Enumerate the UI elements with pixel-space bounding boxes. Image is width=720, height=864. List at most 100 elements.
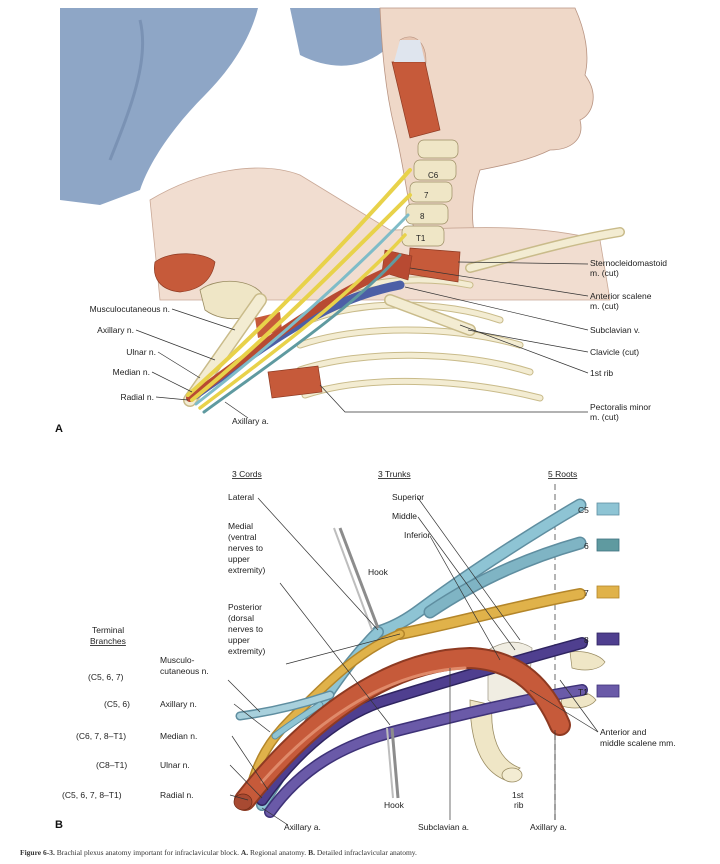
label-hook-bottom: Hook <box>384 800 405 810</box>
panel-a-letter: A <box>55 423 63 435</box>
svg-text:Medial: Medial <box>228 521 253 531</box>
label-inferior-trunk: Inferior <box>404 530 431 540</box>
svg-text:(C5, 6, 7, 8–T1): (C5, 6, 7, 8–T1) <box>62 790 122 800</box>
leader-first-rib <box>460 325 588 373</box>
header-cords: 3 Cords <box>232 469 262 479</box>
panel-b-illustration: 3 Cords 3 Trunks 5 Roots <box>228 469 619 825</box>
svg-text:Median n.: Median n. <box>160 731 197 741</box>
rib-right-stub <box>570 652 605 670</box>
caption-text: Brachial plexus anatomy important for in… <box>57 848 239 857</box>
label-c8: 8 <box>420 212 425 221</box>
label-c6: C6 <box>428 171 439 180</box>
label-anterior-scalene: Anterior scalene <box>590 291 652 301</box>
label-first-rib-b-1: 1st <box>512 790 524 800</box>
drape-shadow <box>290 8 390 66</box>
branch-row-radial: (C5, 6, 7, 8–T1) Radial n. <box>62 790 194 800</box>
label-axillary-n: Axillary n. <box>97 325 134 335</box>
label-anterior-scalene-cut: m. (cut) <box>590 301 619 311</box>
label-radial: Radial n. <box>120 392 154 402</box>
svg-text:(C8–T1): (C8–T1) <box>96 760 127 770</box>
label-subclavian-v: Subclavian v. <box>590 325 640 335</box>
label-subclavian-a: Subclavian a. <box>418 822 469 832</box>
label-first-rib: 1st rib <box>590 368 613 378</box>
figure-caption: Figure 6-3. Brachial plexus anatomy impo… <box>20 848 710 862</box>
svg-text:cutaneous n.: cutaneous n. <box>160 666 209 676</box>
artery-cut-end <box>234 794 252 810</box>
label-first-rib-b-2: rib <box>514 800 524 810</box>
svg-text:Radial n.: Radial n. <box>160 790 194 800</box>
label-pectoralis-minor: Pectoralis minor <box>590 402 651 412</box>
label-axillary-a-right: Axillary a. <box>530 822 567 832</box>
label-t1: T1 <box>416 234 426 243</box>
label-ulnar: Ulnar n. <box>126 347 156 357</box>
label-middle-trunk: Middle <box>392 511 417 521</box>
svg-text:Musculo-: Musculo- <box>160 655 195 665</box>
root-swatch-c5 <box>597 503 619 515</box>
label-sternocleidomastoid: Sternocleidomastoid <box>590 258 667 268</box>
root-swatch-c8 <box>597 633 619 645</box>
root-label-c7: 7 <box>584 588 589 598</box>
panel-b-letter: B <box>55 819 63 831</box>
caption-b-text: Detailed infraclavicular anatomy. <box>317 848 417 857</box>
svg-text:Axillary n.: Axillary n. <box>160 699 197 709</box>
branch-row-axillary: (C5, 6) Axillary n. <box>104 699 197 709</box>
leader-pectoralis <box>320 385 588 412</box>
caption-a-letter: A. <box>241 848 248 857</box>
svg-text:Posterior: Posterior <box>228 602 262 612</box>
root-label-c5: C5 <box>578 505 589 515</box>
terminal-header-2: Branches <box>90 636 126 646</box>
svg-text:Ulnar n.: Ulnar n. <box>160 760 190 770</box>
label-superior-trunk: Superior <box>392 492 424 502</box>
header-roots: 5 Roots <box>548 469 577 479</box>
label-medial-cord: Medial (ventral nerves to upper extremit… <box>228 521 265 575</box>
svg-text:nerves to: nerves to <box>228 624 263 634</box>
svg-text:(dorsal: (dorsal <box>228 613 254 623</box>
label-axillary-a-left: Axillary a. <box>284 822 321 832</box>
terminal-header-1: Terminal <box>92 625 124 635</box>
label-scalene-2: middle scalene mm. <box>600 738 676 748</box>
label-hook-top: Hook <box>368 567 389 577</box>
svg-text:(ventral: (ventral <box>228 532 256 542</box>
caption-a-text: Regional anatomy. <box>250 848 306 857</box>
svg-text:extremity): extremity) <box>228 646 265 656</box>
svg-text:extremity): extremity) <box>228 565 265 575</box>
label-pectoralis-minor-cut: m. (cut) <box>590 412 619 422</box>
root-label-c6: 6 <box>584 541 589 551</box>
leader-clavicle <box>468 330 588 352</box>
root-label-t1: T1 <box>578 687 588 697</box>
leader-musculocutaneous-b <box>228 680 260 712</box>
svg-text:upper: upper <box>228 554 250 564</box>
leader-posterior <box>286 634 400 664</box>
root-label-c8: 8 <box>584 635 589 645</box>
label-axillary-a: Axillary a. <box>232 416 269 426</box>
header-trunks: 3 Trunks <box>378 469 411 479</box>
label-c7: 7 <box>424 191 429 200</box>
caption-title: Figure 6-3. <box>20 848 55 857</box>
pectoralis-minor-cut <box>268 366 322 398</box>
label-clavicle: Clavicle (cut) <box>590 347 639 357</box>
label-scalene-1: Anterior and <box>600 727 647 737</box>
label-lateral-cord: Lateral <box>228 492 254 502</box>
hook-top-instrument <box>334 528 378 630</box>
root-swatch-c7 <box>597 586 619 598</box>
hook-bottom-instrument <box>387 728 398 798</box>
label-sternocleidomastoid-cut: m. (cut) <box>590 268 619 278</box>
svg-text:(C5, 6): (C5, 6) <box>104 699 130 709</box>
svg-text:nerves to: nerves to <box>228 543 263 553</box>
first-rib-end <box>502 768 522 782</box>
label-musculocutaneous: Musculocutaneous n. <box>90 304 170 314</box>
caption-b-letter: B. <box>308 848 315 857</box>
label-median: Median n. <box>113 367 150 377</box>
root-swatch-c6 <box>597 539 619 551</box>
branch-row-musculocutaneous: (C5, 6, 7) Musculo- cutaneous n. <box>88 655 209 682</box>
label-posterior-cord: Posterior (dorsal nerves to upper extrem… <box>228 602 265 656</box>
svg-text:(C6, 7, 8–T1): (C6, 7, 8–T1) <box>76 731 126 741</box>
branch-row-median: (C6, 7, 8–T1) Median n. <box>76 731 197 741</box>
svg-text:(C5, 6, 7): (C5, 6, 7) <box>88 672 124 682</box>
svg-text:upper: upper <box>228 635 250 645</box>
leader-ulnar <box>158 352 200 378</box>
branch-row-ulnar: (C8–T1) Ulnar n. <box>96 760 190 770</box>
leader-median <box>152 372 192 392</box>
root-swatch-t1 <box>597 685 619 697</box>
